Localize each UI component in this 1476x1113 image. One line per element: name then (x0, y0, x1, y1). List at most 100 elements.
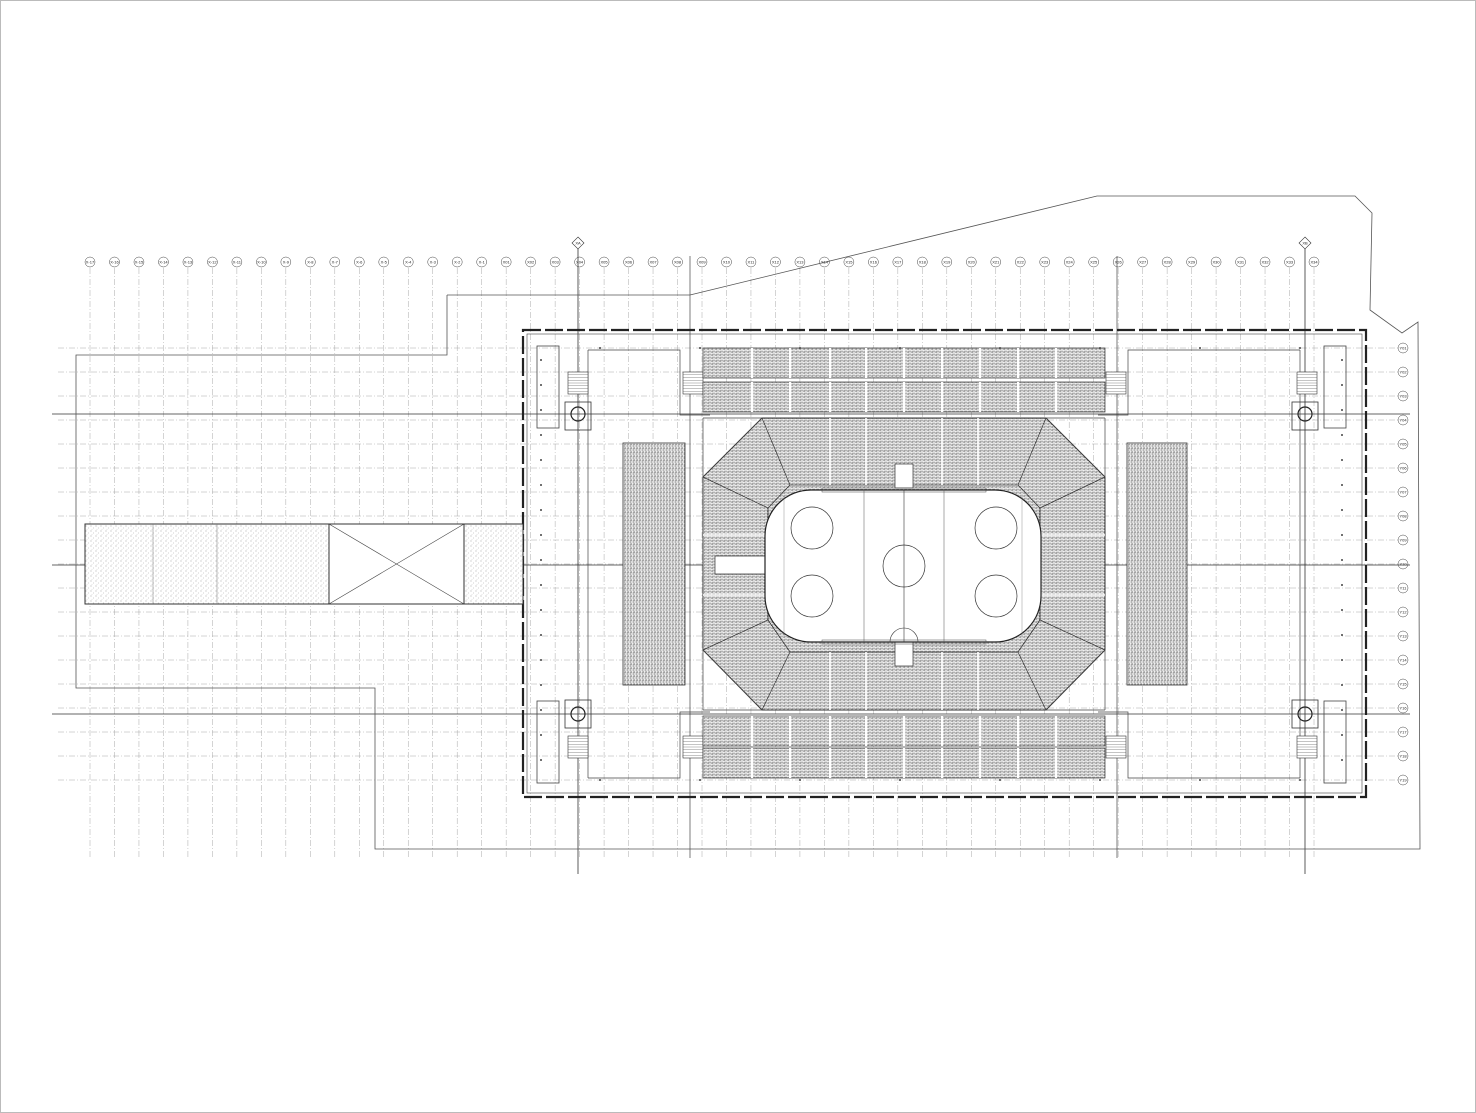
grid-bubble-x (941, 256, 953, 268)
grid-label-y: Y19 (1399, 778, 1407, 783)
grid-label-x: X-15 (135, 260, 144, 265)
column-dot (899, 347, 901, 349)
faceoff-circle-tr (974, 506, 1018, 550)
grid-label-x: X-4 (405, 260, 412, 265)
bowl-corner-aisle (761, 651, 791, 711)
grid-bubble-x (1014, 256, 1026, 268)
rink-center-circle (882, 544, 926, 588)
grid-label-x: X05 (601, 260, 609, 265)
grid-label-x: X-14 (159, 260, 168, 265)
corridor-line-bottom-right (1098, 711, 1300, 779)
grid-bubble-x (1284, 256, 1295, 268)
grid-bubble-x (574, 256, 585, 268)
core-block-left-bottom (564, 699, 592, 729)
column-dot (1341, 609, 1343, 611)
grid-label-x: X08 (674, 260, 682, 265)
bowl-corner-aisle (702, 619, 769, 651)
grid-bubble-x (1039, 256, 1050, 268)
grid-bubble-x (1308, 256, 1320, 268)
grid-label-y: Y11 (1400, 586, 1408, 591)
grid-label-x: X07 (649, 260, 657, 265)
grid-bubble-x (917, 256, 928, 268)
grid-label-y: Y04 (1399, 418, 1407, 423)
grid-bubble-x (1235, 256, 1246, 268)
grid-label-x: X-13 (184, 260, 193, 265)
column-dot (540, 359, 542, 361)
grid-bubble-y (1397, 342, 1409, 354)
grid-bubble-x (402, 256, 414, 268)
faceoff-circle-br (974, 574, 1018, 618)
grid-label-x: X32 (1261, 260, 1269, 265)
grid-bubble-y (1397, 414, 1409, 426)
grid-bubbles-y: Y01Y02Y03Y04Y05Y06Y07Y08Y09Y10Y11Y12Y13Y… (1397, 342, 1409, 786)
grid-bubble-x (525, 256, 536, 268)
main-axis-tag (1298, 236, 1312, 250)
grid-bubble-y (1397, 654, 1409, 666)
grid-bubble-x (378, 256, 390, 268)
core-block-right-top (1291, 401, 1319, 431)
grid-bubble-x (231, 256, 243, 268)
grid-bubble-x (696, 256, 708, 268)
grid-label-x: X20 (968, 260, 976, 265)
column-dot (1341, 434, 1343, 436)
corridor-line-top-right (1098, 349, 1300, 416)
grid-label-y: Y09 (1399, 538, 1407, 543)
grid-bubble-x (280, 256, 292, 268)
column-dot (699, 779, 701, 781)
grid-label-x: X13 (796, 260, 804, 265)
bowl-corner-aisle (1039, 619, 1106, 651)
grid-bubble-x (182, 256, 194, 268)
grid-bubble-x (623, 256, 634, 268)
column-dot (1341, 359, 1343, 361)
column-dot (1341, 409, 1343, 411)
grid-label-y: Y05 (1399, 442, 1407, 447)
grid-bubble-y (1397, 702, 1409, 714)
column-dot (799, 779, 801, 781)
core-circle-left-top (570, 406, 586, 422)
grid-bubble-x (427, 256, 438, 268)
grid-label-y: Y13 (1399, 634, 1407, 639)
grid-label-y: Y07 (1399, 490, 1407, 495)
bowl-frame-bottom-left (702, 649, 763, 711)
column-dot (1199, 347, 1201, 349)
grid-label-x: X12 (772, 260, 780, 265)
grid-bubble-y (1397, 390, 1409, 402)
grid-label-x: X33 (1286, 260, 1294, 265)
grid-label-x: X30 (1213, 260, 1221, 265)
grid-bubble-x (990, 256, 1002, 268)
grid-bubble-x (305, 256, 316, 268)
column-dot (540, 459, 542, 461)
grid-bubble-x (770, 256, 781, 268)
grid-label-x: X02 (527, 260, 535, 265)
tunnel-left (714, 555, 769, 575)
column-dot (540, 634, 542, 636)
room-left-top (536, 345, 560, 429)
column-dot (1299, 779, 1301, 781)
bowl-corner-aisle (702, 476, 769, 509)
grid-bubble-x (966, 256, 977, 268)
grid-label-x: X03 (552, 260, 560, 265)
stand-left-side (622, 442, 686, 686)
column-dot (799, 347, 801, 349)
core-circle-right-top (1297, 406, 1313, 422)
grid-label-x: X24 (1066, 260, 1074, 265)
column-dot (1341, 584, 1343, 586)
core-circle-left-bottom (570, 706, 586, 722)
link-building-hatched (84, 523, 330, 605)
column-dot (540, 384, 542, 386)
column-dot (599, 779, 601, 781)
column-dot (999, 779, 1001, 781)
grid-label-x: X-1 (479, 260, 486, 265)
column-dot (1341, 659, 1343, 661)
column-dot (540, 434, 542, 436)
column-dot (1199, 779, 1201, 781)
grid-bubble-x (1210, 256, 1222, 268)
column-dot (540, 684, 542, 686)
grid-bubble-y (1397, 486, 1409, 498)
grid-bubble-x (794, 256, 806, 268)
column-dot (1341, 509, 1343, 511)
grid-label-x: X29 (1188, 260, 1196, 265)
grid-bubble-y (1397, 534, 1409, 546)
grid-bubble-x (84, 256, 96, 268)
